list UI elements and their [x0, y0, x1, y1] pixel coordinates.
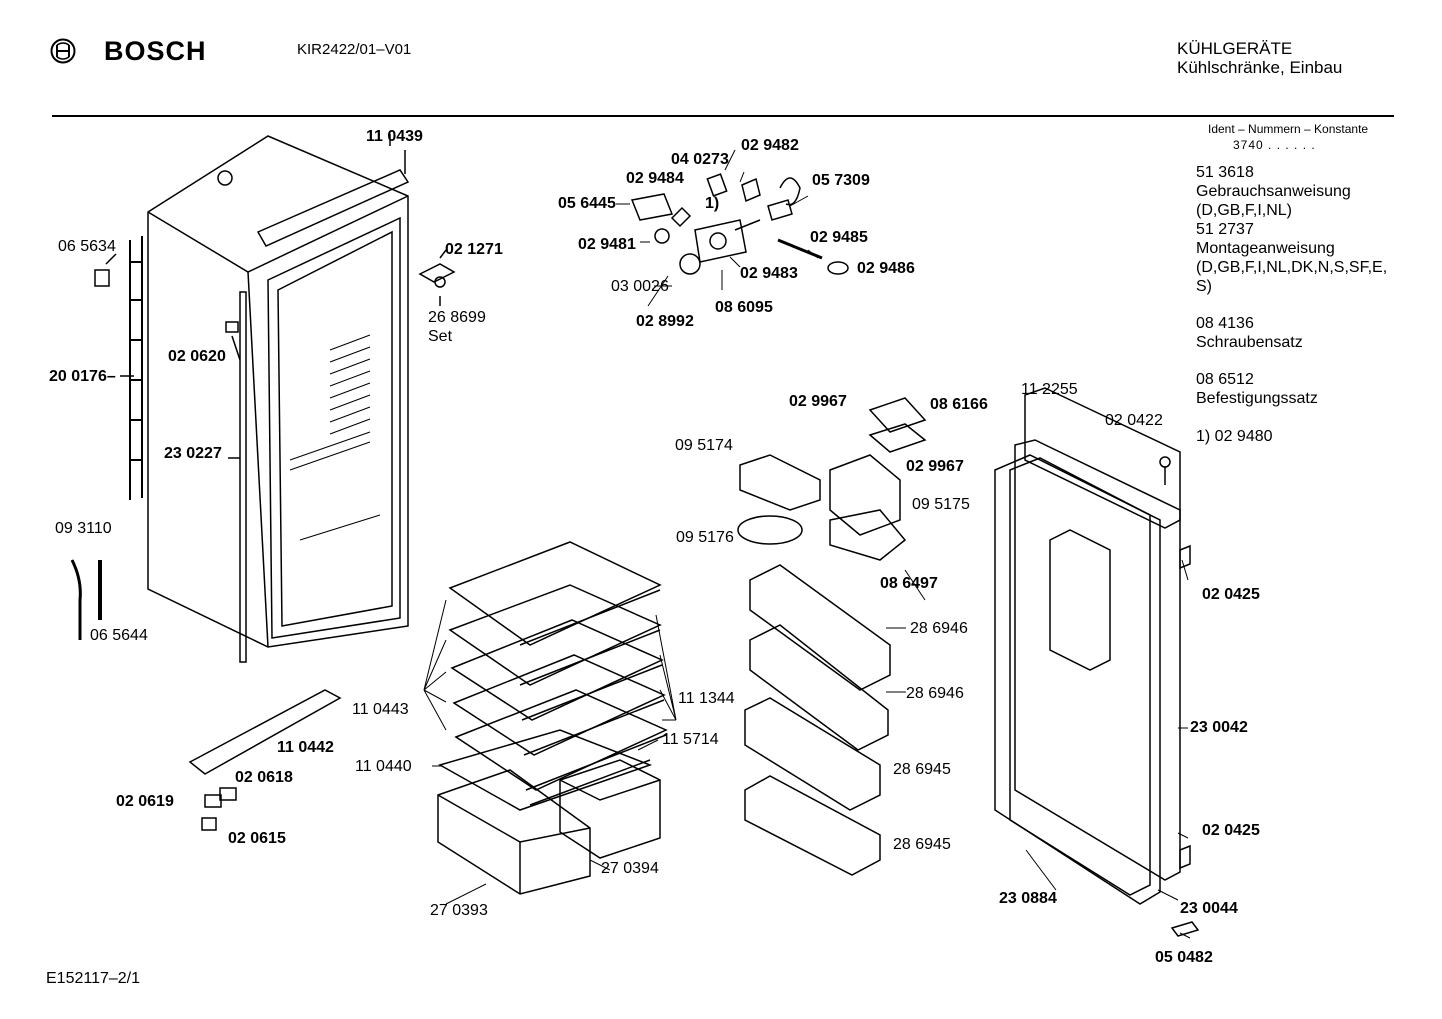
part-label: 02 1271 — [445, 241, 503, 258]
side-note-number: 51 2737 — [1196, 221, 1254, 238]
side-note-langs: (D,GB,F,I,NL) — [1196, 202, 1293, 219]
part-label: 20 0176– — [49, 368, 116, 385]
crisper-drawers — [437, 759, 661, 895]
part-label: 11 5714 — [662, 731, 719, 748]
part-label: 08 6497 — [880, 575, 938, 592]
drawing-reference: E152117–2/1 — [46, 970, 141, 987]
side-note-footnote: 1) 02 9480 — [1196, 428, 1273, 445]
bosch-armature-icon — [50, 38, 76, 64]
part-label: 02 9482 — [741, 137, 799, 154]
side-note-number: 08 4136 — [1196, 315, 1254, 332]
part-label: 23 0044 — [1180, 900, 1238, 917]
condenser-coil — [129, 236, 143, 500]
part-label: 04 0273 — [671, 151, 729, 168]
part-label: 28 6946 — [910, 620, 968, 637]
part-label: 23 0042 — [1190, 719, 1248, 736]
side-note-text: Gebrauchsanweisung — [1196, 183, 1351, 200]
part-label: 02 0618 — [235, 769, 293, 786]
part-label: 08 6095 — [715, 299, 773, 316]
side-note-langs-cont: S) — [1196, 278, 1212, 295]
part-label: 02 9485 — [810, 229, 868, 246]
header-divider — [52, 115, 1394, 117]
part-label: 11 0439 — [366, 128, 423, 145]
part-label: 02 0620 — [168, 348, 226, 365]
part-label: 02 8992 — [636, 313, 694, 330]
part-label-set: Set — [428, 328, 453, 345]
part-label: 11 0443 — [352, 701, 409, 718]
part-label: 02 9484 — [626, 170, 684, 187]
part-label: 05 7309 — [812, 172, 870, 189]
part-label: 02 0422 — [1105, 412, 1163, 429]
door-bins — [737, 397, 927, 876]
part-label: 27 0394 — [601, 860, 659, 877]
door-seal-strip — [239, 291, 247, 663]
side-note-number: 08 6512 — [1196, 371, 1254, 388]
side-note-text: Befestigungssatz — [1196, 390, 1318, 407]
cabinet-body — [147, 135, 409, 648]
part-label: 02 0615 — [228, 830, 286, 847]
part-label: 09 5175 — [912, 496, 970, 513]
part-label: 02 9486 — [857, 260, 915, 277]
part-label: 11 0440 — [355, 758, 412, 775]
part-label: 28 6945 — [893, 761, 951, 778]
part-label: 09 3110 — [55, 520, 112, 537]
side-note-text: Schraubensatz — [1196, 334, 1303, 351]
part-label: 23 0884 — [999, 890, 1057, 907]
part-label: 09 5174 — [675, 437, 733, 454]
part-label: 28 6946 — [906, 685, 964, 702]
side-note-langs: (D,GB,F,I,NL,DK,N,S,SF,E, — [1196, 259, 1388, 276]
part-label: 02 9483 — [740, 265, 798, 282]
part-label: 26 8699 — [428, 309, 486, 326]
part-label: 23 0227 — [164, 445, 222, 462]
bottom-rail — [188, 689, 342, 775]
glass-shelves — [438, 541, 668, 811]
part-label: 09 5176 — [676, 529, 734, 546]
part-label: 08 6166 — [930, 396, 988, 413]
model-number: KIR2422/01–V01 — [297, 41, 412, 58]
part-label: 03 0026 — [611, 278, 669, 295]
ident-title: Ident – Nummern – Konstante — [1208, 122, 1369, 136]
category-subtitle: Kühlschränke, Einbau — [1177, 58, 1343, 77]
thermostat-assembly — [630, 173, 849, 275]
part-label: 02 0425 — [1202, 586, 1260, 603]
part-label: 06 5634 — [58, 238, 116, 255]
brand-logo-text: BOSCH — [104, 36, 207, 66]
part-label: 05 0482 — [1155, 949, 1213, 966]
part-label: 02 9967 — [789, 393, 847, 410]
part-label: 28 6945 — [893, 836, 951, 853]
part-label: 02 9967 — [906, 458, 964, 475]
footnote-marker: 1) — [705, 195, 720, 212]
part-label: 11 1344 — [678, 690, 735, 707]
part-label: 02 0425 — [1202, 822, 1260, 839]
ident-konstante: 3740 . . . . . . — [1233, 138, 1316, 152]
category-title: KÜHLGERÄTE — [1177, 39, 1293, 58]
fridge-door — [994, 387, 1200, 937]
part-label: 11 0442 — [277, 739, 334, 756]
side-note-text: Montageanweisung — [1196, 240, 1335, 257]
part-label: 11 2255 — [1021, 381, 1078, 398]
side-note-number: 51 3618 — [1196, 164, 1254, 181]
part-label: 27 0393 — [430, 902, 488, 919]
part-label: 06 5644 — [90, 627, 148, 644]
top-rail — [256, 169, 410, 247]
part-label: 02 9481 — [578, 236, 636, 253]
hinge-part — [94, 269, 110, 287]
part-label: 02 0619 — [116, 793, 174, 810]
part-label: 05 6445 — [558, 195, 616, 212]
